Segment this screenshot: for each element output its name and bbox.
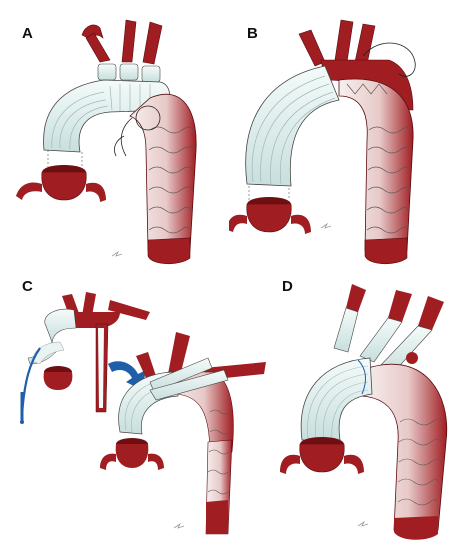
panel-label-c: C bbox=[22, 278, 33, 295]
anastomosis-ring bbox=[135, 105, 161, 131]
aortic-root bbox=[16, 165, 106, 202]
graft-corrugation bbox=[251, 75, 336, 185]
orientation-mark bbox=[111, 250, 123, 257]
graft-branches bbox=[333, 307, 433, 373]
orientation-mark bbox=[357, 520, 369, 527]
panel-label-d: D bbox=[282, 278, 293, 295]
panel-a: A bbox=[0, 0, 230, 270]
stent-wire bbox=[148, 126, 196, 234]
panel-d: D bbox=[262, 272, 459, 547]
panel-c: C bbox=[0, 272, 270, 547]
descending-aorta bbox=[361, 363, 448, 538]
suture-thread bbox=[114, 117, 133, 157]
descending-aorta bbox=[129, 93, 197, 260]
anastomosis-line bbox=[357, 359, 366, 395]
panel-a-illustration bbox=[16, 19, 197, 265]
deployed-graft-assembly bbox=[100, 332, 266, 535]
stent-wire bbox=[346, 83, 412, 234]
distal-aorta bbox=[147, 237, 191, 265]
loaded-device-assembly bbox=[27, 292, 150, 413]
suture-thread bbox=[362, 42, 416, 77]
panel-d-illustration bbox=[280, 284, 448, 540]
arch-graft bbox=[43, 79, 171, 153]
supra-aortic-branches bbox=[81, 19, 163, 65]
distal-aorta bbox=[364, 237, 408, 265]
native-arch-stump bbox=[406, 352, 418, 364]
distal-aorta bbox=[394, 516, 438, 540]
arch-graft bbox=[245, 65, 340, 187]
aortic-root bbox=[280, 437, 364, 474]
orientation-mark bbox=[320, 222, 332, 229]
graft-corrugation bbox=[307, 365, 369, 441]
panel-label-b: B bbox=[247, 25, 258, 42]
delivery-sheath bbox=[20, 347, 41, 424]
orientation-mark bbox=[173, 522, 185, 529]
supra-aortic-branches bbox=[346, 284, 444, 330]
panel-b: B bbox=[229, 0, 459, 270]
guide-lines bbox=[248, 186, 290, 200]
stent-wire bbox=[397, 418, 443, 506]
arch-graft bbox=[300, 357, 373, 441]
panel-label-a: A bbox=[22, 25, 33, 42]
panel-b-illustration bbox=[229, 19, 416, 265]
aortic-root bbox=[229, 197, 311, 234]
guide-lines bbox=[47, 150, 83, 168]
graft-branch-cuffs bbox=[97, 63, 161, 83]
panel-c-illustration bbox=[20, 292, 266, 535]
